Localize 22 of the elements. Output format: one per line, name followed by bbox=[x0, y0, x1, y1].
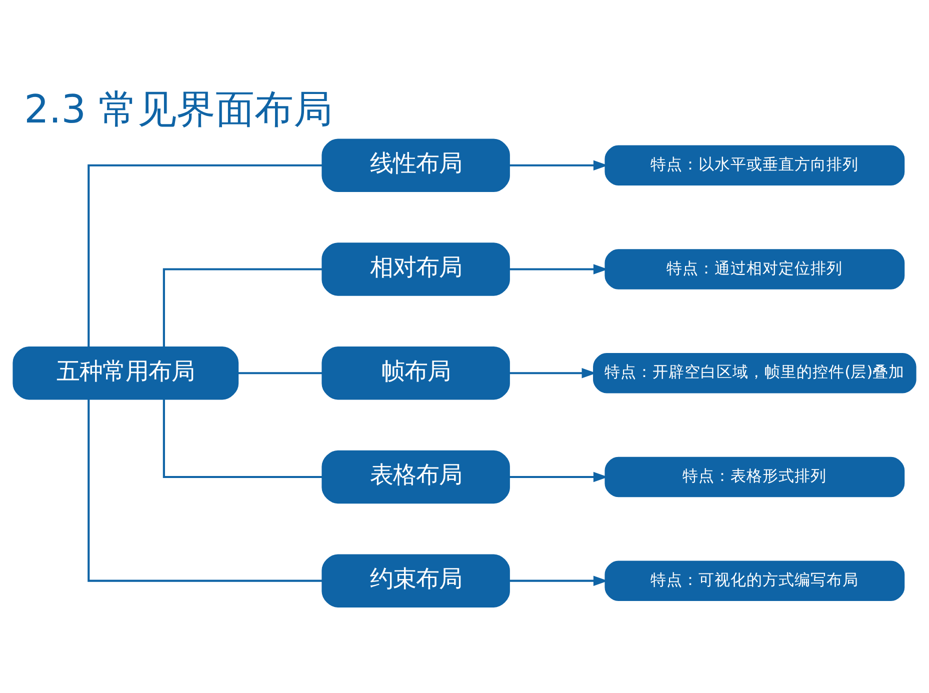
node-box: 特点：表格形式排列 bbox=[604, 456, 905, 498]
arrow bbox=[509, 368, 596, 378]
node-box: 相对布局 bbox=[322, 242, 510, 296]
node-box: 帧布局 bbox=[322, 346, 510, 400]
connector bbox=[162, 399, 322, 478]
connector bbox=[162, 268, 322, 347]
arrow bbox=[509, 160, 608, 170]
connector bbox=[88, 164, 322, 347]
node-box: 特点：通过相对定位排列 bbox=[604, 249, 905, 290]
connector bbox=[238, 372, 322, 374]
node-box: 表格布局 bbox=[322, 450, 510, 504]
node-box: 五种常用布局 bbox=[12, 346, 239, 400]
arrow bbox=[509, 576, 608, 586]
arrow bbox=[509, 472, 608, 482]
node-box: 特点：开辟空白区域，帧里的控件(层)叠加 bbox=[593, 353, 916, 394]
connector bbox=[88, 399, 322, 582]
node-box: 线性布局 bbox=[322, 138, 510, 192]
arrow bbox=[509, 264, 608, 274]
node-box: 特点：可视化的方式编写布局 bbox=[604, 560, 905, 601]
diagram-title: 2.3 常见界面布局 bbox=[24, 88, 332, 133]
node-box: 特点：以水平或垂直方向排列 bbox=[604, 145, 905, 186]
node-box: 约束布局 bbox=[322, 554, 510, 608]
